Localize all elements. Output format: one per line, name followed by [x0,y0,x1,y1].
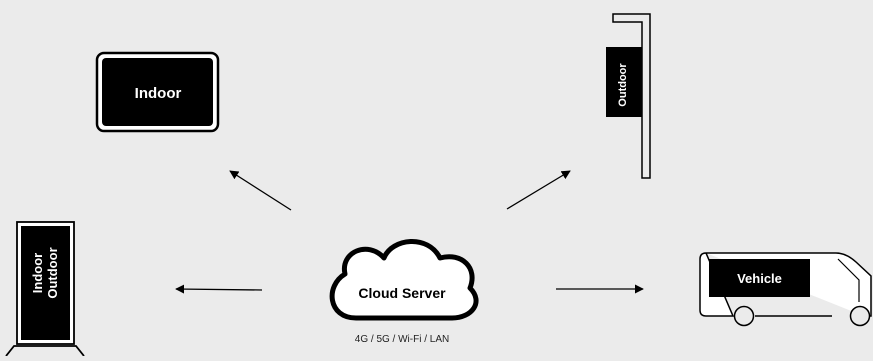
arrow-to-indoor [229,170,292,211]
indoor-display-label: Indoor [134,84,182,102]
outdoor-pole-display-shape [606,13,651,179]
vehicle-display-label: Vehicle [737,270,782,286]
outdoor-display-label: Outdoor [617,63,629,107]
connectivity-label: 4G / 5G / Wi-Fi / LAN [354,334,450,345]
kiosk-label-line2: Outdoor [45,247,60,299]
arrow-to-kiosk [175,284,263,294]
cloud-shape [329,239,479,321]
cloud-server-label: Cloud Server [358,285,446,301]
kiosk-display-label: Indoor Outdoor [25,232,65,314]
kiosk-display-shape [5,221,85,357]
kiosk-label-line1: Indoor [30,252,45,294]
vehicle-van-shape [699,252,872,327]
indoor-display-shape [95,51,220,133]
arrow-to-outdoor [506,170,571,210]
